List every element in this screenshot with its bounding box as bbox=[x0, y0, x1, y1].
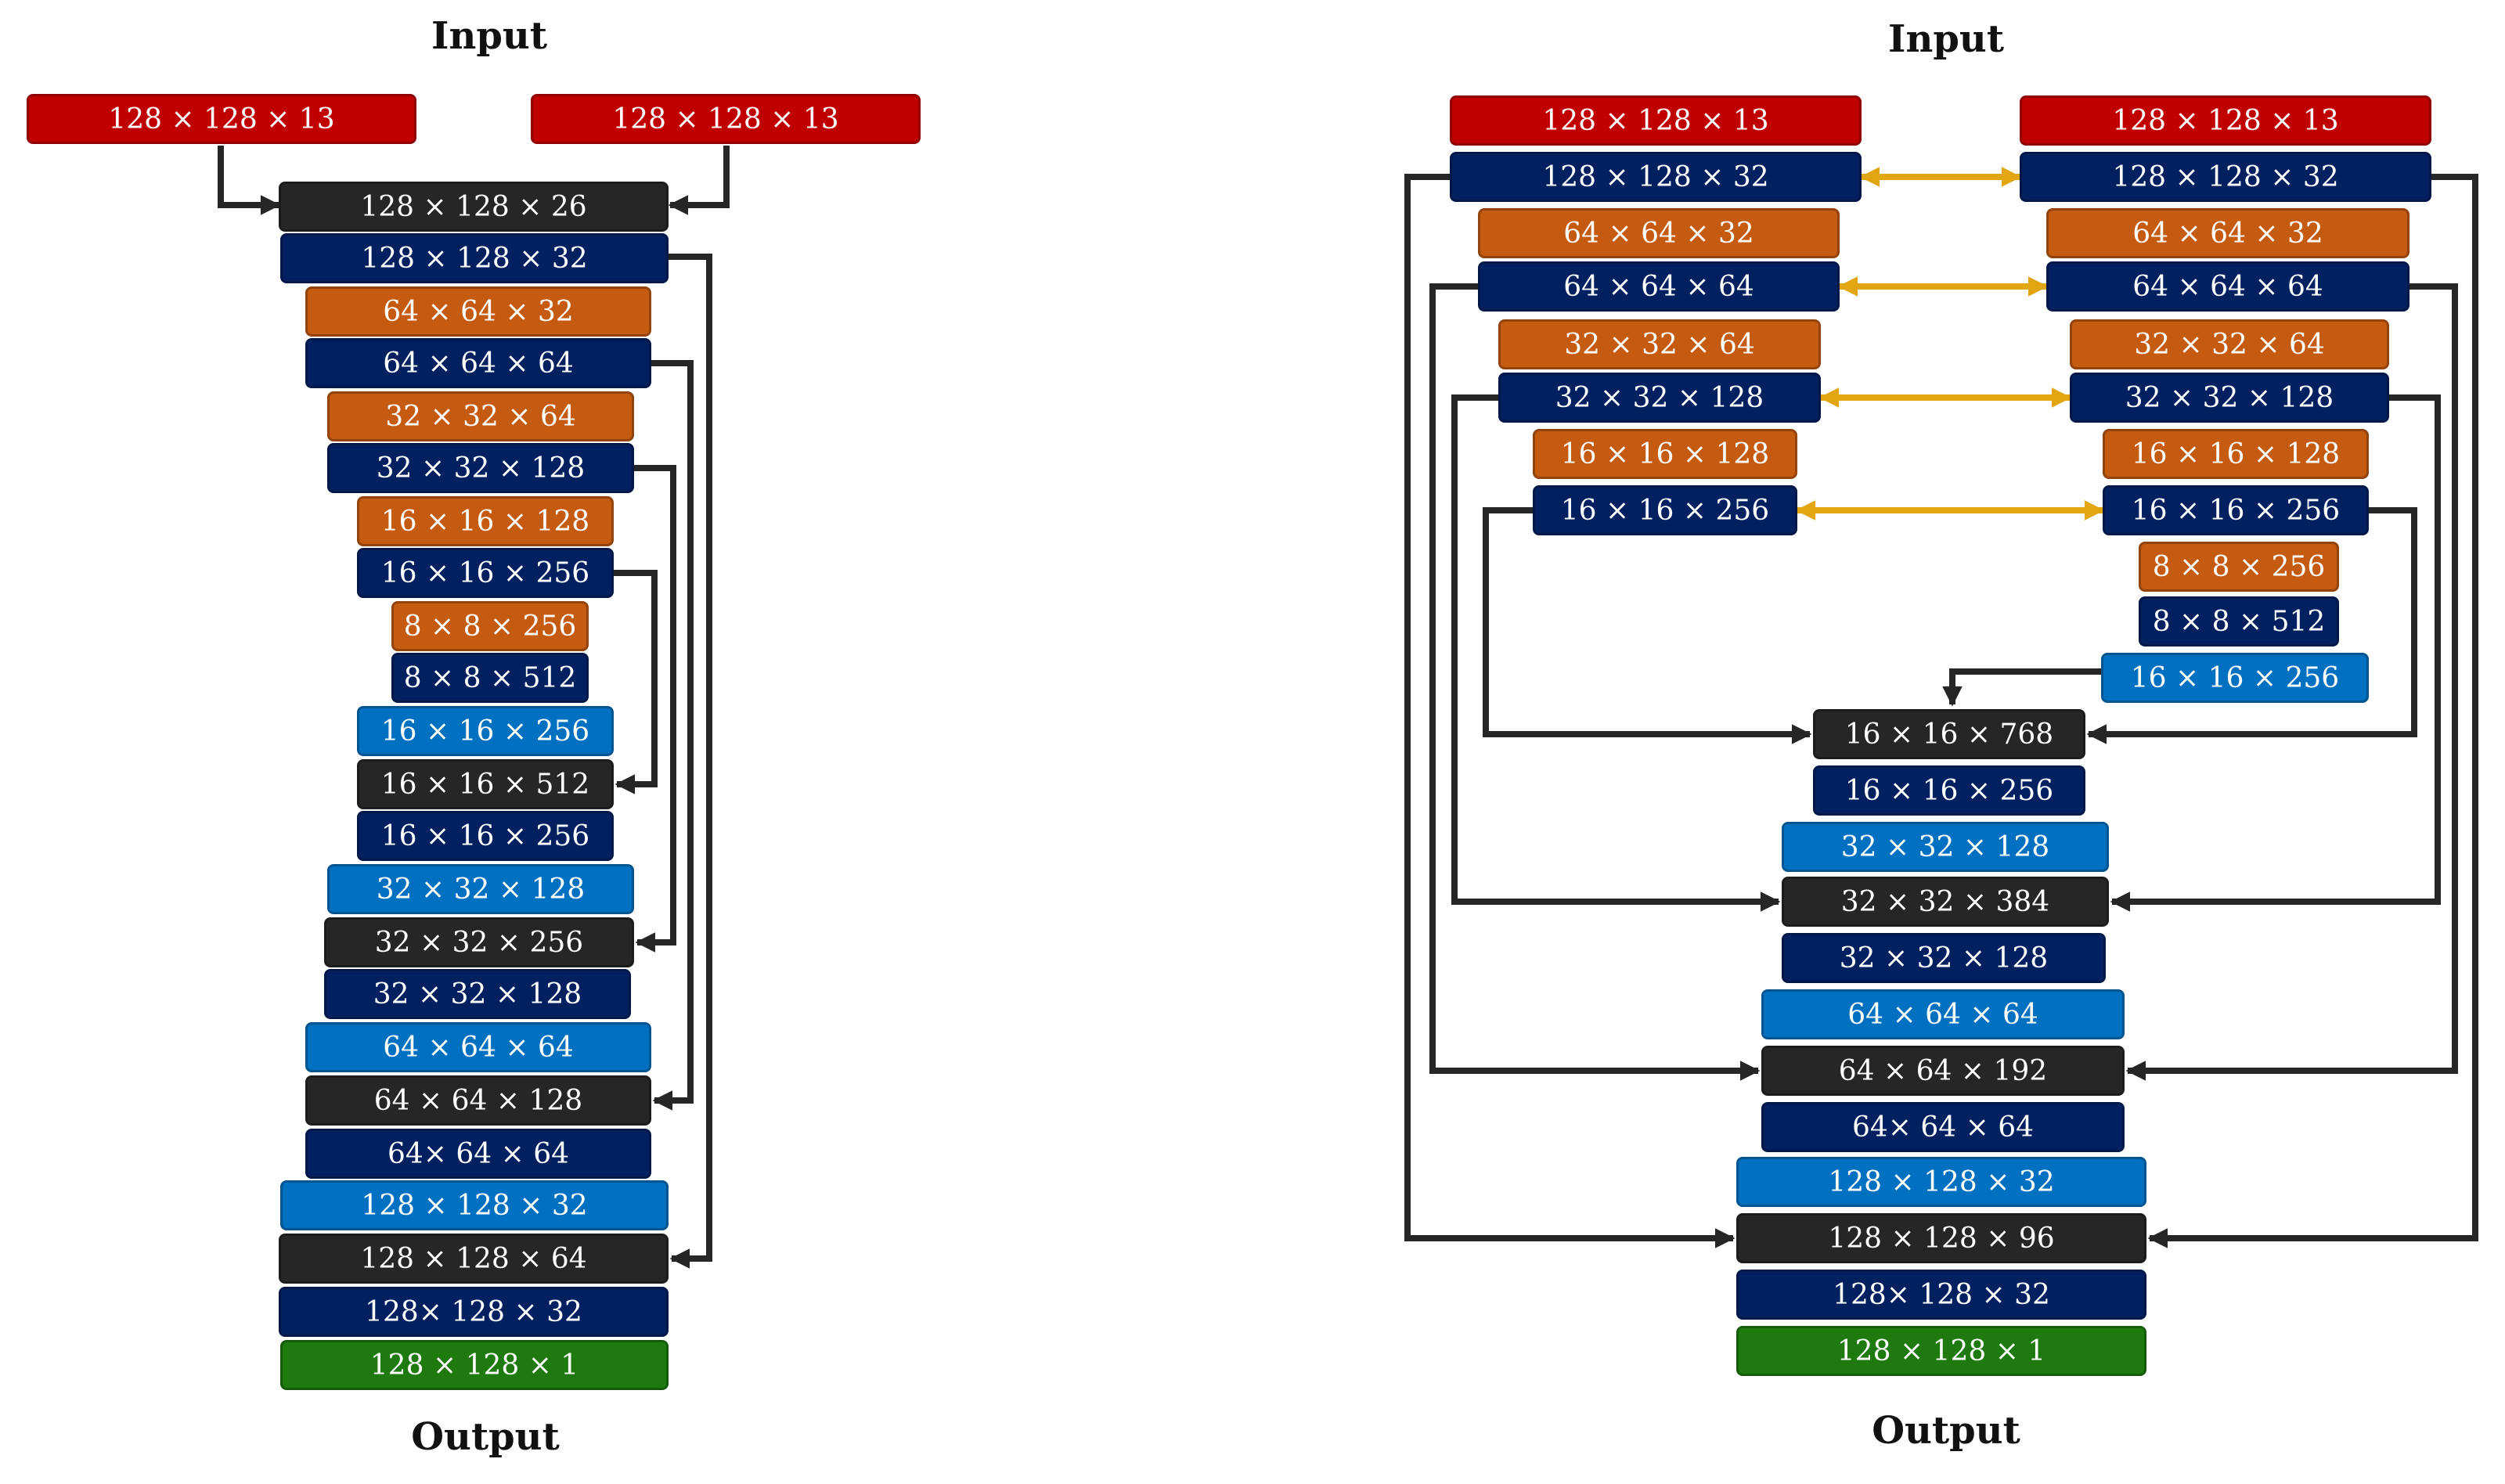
right-encoder-b-layer-7: 16 × 16 × 128 bbox=[2103, 429, 2369, 479]
right-encoder-b-layer-2: 128 × 128 × 32 bbox=[2020, 152, 2431, 202]
left-layer-15: 32 × 32 × 256 bbox=[324, 917, 634, 967]
right-skip-b-32 bbox=[2110, 394, 2441, 912]
left-layer-7: 16 × 16 × 128 bbox=[357, 496, 614, 546]
right-decoder-layer-1: 16 × 16 × 768 bbox=[1813, 709, 2085, 759]
left-layer-17: 64 × 64 × 64 bbox=[305, 1022, 651, 1072]
right-encoder-b-layer-11: 16 × 16 × 256 bbox=[2101, 653, 2369, 703]
right-encoder-b-layer-4: 64 × 64 × 64 bbox=[2046, 261, 2409, 312]
left-output-heading: Output bbox=[411, 1415, 560, 1459]
left-input-b-arrow bbox=[668, 146, 730, 215]
right-output-heading: Output bbox=[1872, 1409, 2020, 1453]
right-encoder-a-layer-8: 16 × 16 × 256 bbox=[1533, 485, 1797, 535]
right-bottleneck-arrow bbox=[1942, 668, 2101, 707]
left-layer-19: 64× 64 × 64 bbox=[305, 1129, 651, 1179]
left-layer-1: 128 × 128 × 26 bbox=[279, 182, 669, 232]
right-skip-a-32 bbox=[1451, 394, 1781, 912]
left-skip-32 bbox=[634, 465, 676, 953]
right-decoder-layer-6: 64 × 64 × 64 bbox=[1761, 989, 2125, 1039]
left-layer-22: 128× 128 × 32 bbox=[279, 1287, 669, 1337]
right-skip-b-64 bbox=[2125, 283, 2458, 1081]
right-skip-a-64 bbox=[1429, 283, 1761, 1081]
right-skip-b-128 bbox=[2147, 174, 2478, 1248]
left-layer-13: 16 × 16 × 256 bbox=[357, 811, 614, 861]
left-layer-11: 16 × 16 × 256 bbox=[357, 706, 614, 756]
right-decoder-layer-10: 128 × 128 × 96 bbox=[1736, 1213, 2146, 1263]
left-input-b: 128 × 128 × 13 bbox=[531, 94, 921, 144]
left-layer-3: 64 × 64 × 32 bbox=[305, 286, 651, 337]
right-encoder-b-layer-8: 16 × 16 × 256 bbox=[2103, 485, 2369, 535]
left-layer-20: 128 × 128 × 32 bbox=[280, 1180, 669, 1230]
right-decoder-layer-8: 64× 64 × 64 bbox=[1761, 1102, 2125, 1152]
right-encoder-a-layer-6: 32 × 32 × 128 bbox=[1498, 373, 1821, 423]
left-layer-16: 32 × 32 × 128 bbox=[324, 969, 631, 1019]
right-decoder-layer-2: 16 × 16 × 256 bbox=[1813, 765, 2085, 816]
right-encoder-b-layer-3: 64 × 64 × 32 bbox=[2046, 208, 2409, 258]
left-layer-8: 16 × 16 × 256 bbox=[357, 548, 614, 598]
left-input-heading: Input bbox=[431, 14, 547, 58]
left-layer-2: 128 × 128 × 32 bbox=[280, 233, 669, 283]
left-layer-4: 64 × 64 × 64 bbox=[305, 338, 651, 388]
right-encoder-a-layer-3: 64 × 64 × 32 bbox=[1478, 208, 1840, 258]
left-input-a: 128 × 128 × 13 bbox=[27, 94, 416, 144]
right-skip-a-16 bbox=[1483, 507, 1812, 744]
right-input-heading: Input bbox=[1888, 17, 2004, 61]
right-decoder-layer-5: 32 × 32 × 128 bbox=[1782, 933, 2106, 983]
right-encoder-a-layer-5: 32 × 32 × 64 bbox=[1498, 319, 1821, 369]
right-decoder-layer-4: 32 × 32 × 384 bbox=[1782, 877, 2109, 927]
right-decoder-layer-3: 32 × 32 × 128 bbox=[1782, 822, 2109, 872]
left-layer-6: 32 × 32 × 128 bbox=[327, 443, 634, 493]
left-input-a-arrow bbox=[218, 146, 281, 215]
left-layer-5: 32 × 32 × 64 bbox=[327, 391, 634, 441]
right-encoder-a-layer-4: 64 × 64 × 64 bbox=[1478, 261, 1840, 312]
right-skip-a-128 bbox=[1404, 174, 1735, 1248]
left-layer-10: 8 × 8 × 512 bbox=[391, 653, 589, 703]
left-skip-64 bbox=[651, 360, 694, 1111]
right-encoder-a-layer-2: 128 × 128 × 32 bbox=[1450, 152, 1862, 202]
left-layer-14: 32 × 32 × 128 bbox=[327, 864, 634, 914]
right-encoder-b-layer-6: 32 × 32 × 128 bbox=[2070, 373, 2389, 423]
left-layer-12: 16 × 16 × 512 bbox=[357, 759, 614, 809]
left-layer-18: 64 × 64 × 128 bbox=[305, 1075, 651, 1126]
right-decoder-layer-7: 64 × 64 × 192 bbox=[1761, 1046, 2125, 1096]
right-encoder-a-layer-7: 16 × 16 × 128 bbox=[1533, 429, 1797, 479]
right-encoder-b-layer-10: 8 × 8 × 512 bbox=[2139, 596, 2339, 647]
right-encoder-a-layer-1: 128 × 128 × 13 bbox=[1450, 95, 1862, 146]
left-skip-16 bbox=[614, 570, 658, 794]
right-encoder-b-layer-1: 128 × 128 × 13 bbox=[2020, 95, 2431, 146]
left-layer-9: 8 × 8 × 256 bbox=[391, 601, 589, 651]
left-layer-23: 128 × 128 × 1 bbox=[280, 1340, 669, 1390]
right-encoder-b-layer-5: 32 × 32 × 64 bbox=[2070, 319, 2389, 369]
left-skip-128 bbox=[669, 254, 712, 1269]
left-layer-21: 128 × 128 × 64 bbox=[279, 1234, 669, 1284]
right-skip-b-16 bbox=[2086, 507, 2417, 744]
right-decoder-layer-11: 128× 128 × 32 bbox=[1736, 1270, 2146, 1320]
right-decoder-layer-9: 128 × 128 × 32 bbox=[1736, 1157, 2146, 1207]
right-encoder-b-layer-9: 8 × 8 × 256 bbox=[2139, 542, 2339, 592]
right-decoder-layer-12: 128 × 128 × 1 bbox=[1736, 1326, 2146, 1376]
